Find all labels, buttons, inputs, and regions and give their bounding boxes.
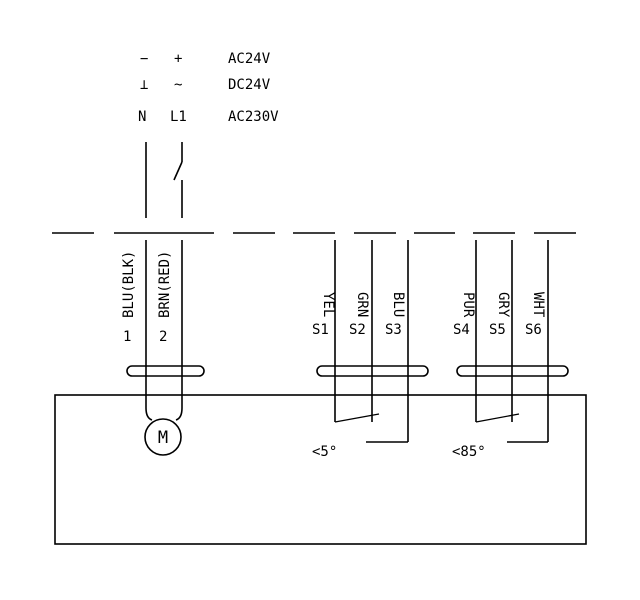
motor-wire-2-number: 2: [159, 329, 167, 345]
supply-ground-symbol: ⊥: [140, 77, 148, 93]
supply-n-label: N: [138, 109, 146, 125]
switch-a-contact: [334, 413, 380, 423]
switch-b-contact: [475, 413, 520, 423]
switch-b-terminal-s6: S6: [525, 322, 542, 338]
switch-b-wire-s6-color: WHT: [530, 292, 546, 318]
supply-line-dc24v: DC24V: [228, 77, 271, 93]
switch-a-terminal-s1: S1: [312, 322, 329, 338]
supply-plus-symbol: +: [174, 51, 182, 67]
switch-a-wire-s1-color: YEL: [320, 292, 336, 317]
supply-line-ac230v: AC230V: [228, 109, 279, 125]
motor-wire-1-color: BLU(BLK): [121, 251, 137, 318]
motor-wire-2-bend: [175, 407, 183, 421]
switch-a-wire-s2-color: GRN: [354, 292, 370, 317]
switch-a-terminal-s2: S2: [349, 322, 366, 338]
motor-cable-grommet: [126, 365, 205, 377]
supply-l1-label: L1: [170, 109, 187, 125]
wire-l1-switch: [173, 161, 183, 181]
switch-b-terminal-s4: S4: [453, 322, 470, 338]
switch-b-wire-s4-color: PUR: [460, 292, 476, 318]
switch-a-wire-s3-color: BLU: [390, 292, 406, 317]
switch-b-terminal-s5: S5: [489, 322, 506, 338]
motor-symbol: [144, 418, 182, 456]
motor-wire-1-number: 1: [123, 329, 131, 345]
switch-b-angle: <85°: [452, 444, 486, 460]
switch-b-wire-s5-color: GRY: [495, 292, 511, 318]
supply-line-ac24v: AC24V: [228, 51, 271, 67]
switch-a-terminal-s3: S3: [385, 322, 402, 338]
supply-minus-symbol: −: [140, 51, 148, 67]
actuator-housing: [54, 394, 587, 545]
motor-wire-1-bend: [145, 407, 153, 421]
switch-a-angle: <5°: [312, 444, 337, 460]
motor-wire-2-color: BRN(RED): [157, 251, 173, 318]
supply-tilde-symbol: ~: [174, 77, 182, 93]
motor-symbol-label: M: [158, 428, 168, 448]
